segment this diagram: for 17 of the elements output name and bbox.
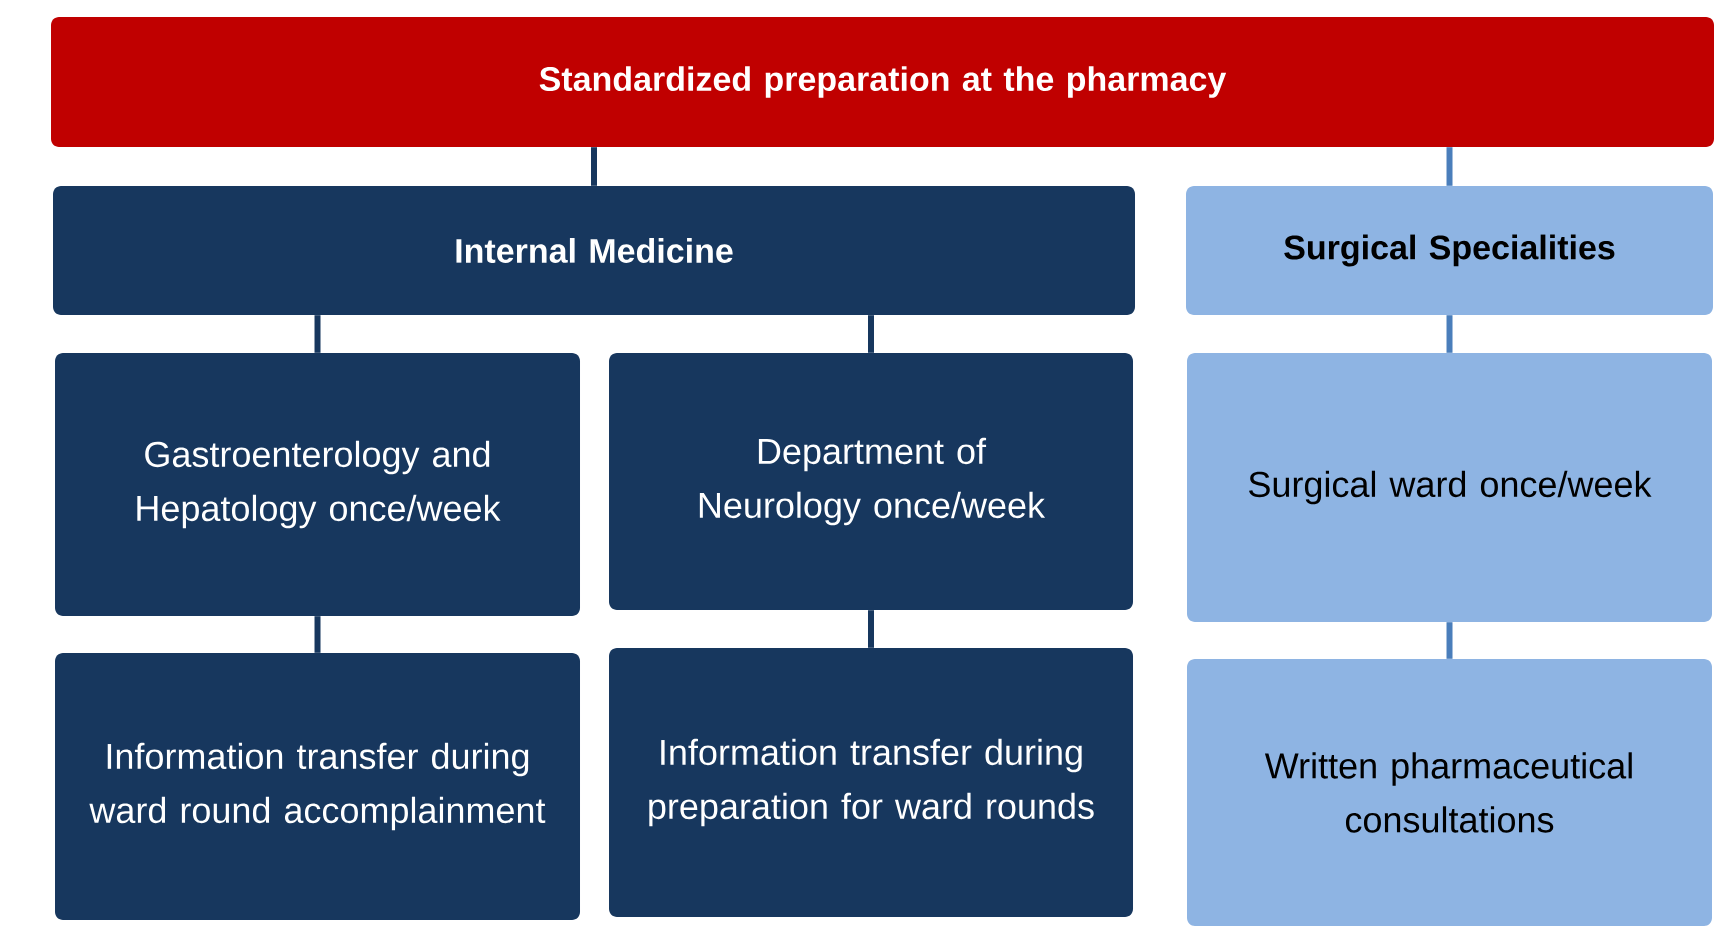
header-bar: Standardized preparation at the pharmacy (51, 17, 1714, 147)
process-box: Gastroenterology and Hepatology once/week (55, 353, 580, 616)
connector-line (314, 315, 321, 353)
process-box: Information transfer during preparation for ward rounds (609, 648, 1133, 917)
category-box: Surgical Specialities (1186, 186, 1713, 315)
process-box: Information transfer during ward round accomplainment (55, 653, 580, 920)
connector-line (868, 610, 874, 648)
connector-line (1446, 315, 1453, 353)
category-box: Internal Medicine (53, 186, 1135, 315)
connector-line (868, 315, 874, 353)
connector-line (1446, 147, 1453, 186)
process-box: Written pharmaceutical consultations (1187, 659, 1712, 926)
connector-line (591, 147, 597, 186)
process-box: Surgical ward once/week (1187, 353, 1712, 622)
process-box: Department of Neurology once/week (609, 353, 1133, 610)
connector-line (1446, 622, 1453, 659)
connector-line (314, 616, 321, 653)
